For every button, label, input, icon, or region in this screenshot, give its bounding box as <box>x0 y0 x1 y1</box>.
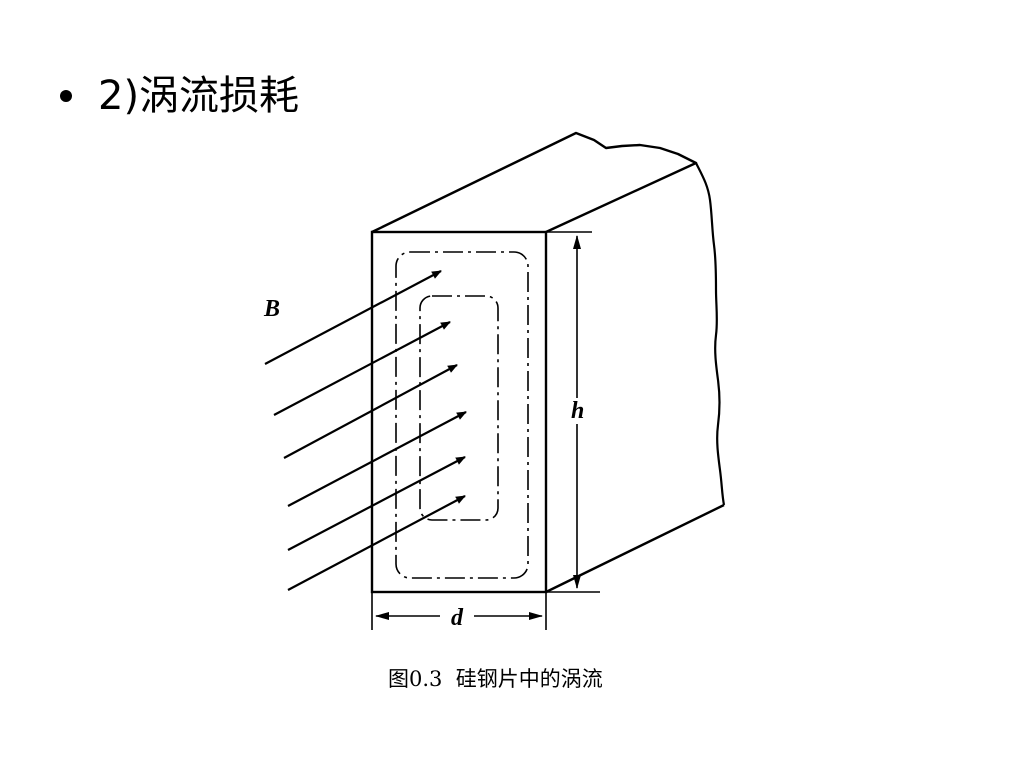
flux-arrow <box>287 411 467 507</box>
side-face-bottom-edge <box>545 503 725 594</box>
bullet-text: 2)涡流损耗 <box>98 73 300 119</box>
flux-arrow <box>287 495 466 591</box>
width-dimension <box>371 592 547 630</box>
label-d: d <box>451 605 464 631</box>
flux-arrow <box>283 364 458 459</box>
front-face <box>370 230 548 594</box>
side-face-broken-edge <box>695 162 726 506</box>
flux-arrow <box>264 270 442 365</box>
label-B: B <box>263 296 280 322</box>
bullet-item: 2)涡流损耗 <box>60 68 299 124</box>
flux-arrow <box>287 456 466 551</box>
eddy-current-outer-loop <box>395 251 529 579</box>
flux-arrows <box>264 270 467 591</box>
top-face <box>371 131 698 234</box>
eddy-current-inner-loop <box>419 295 499 521</box>
label-h: h <box>571 398 584 424</box>
bullet-dot-icon <box>60 90 72 102</box>
figure-caption: 图0.3 硅钢片中的涡流 <box>388 667 603 691</box>
flux-arrow <box>273 321 451 416</box>
height-dimension <box>546 231 600 593</box>
